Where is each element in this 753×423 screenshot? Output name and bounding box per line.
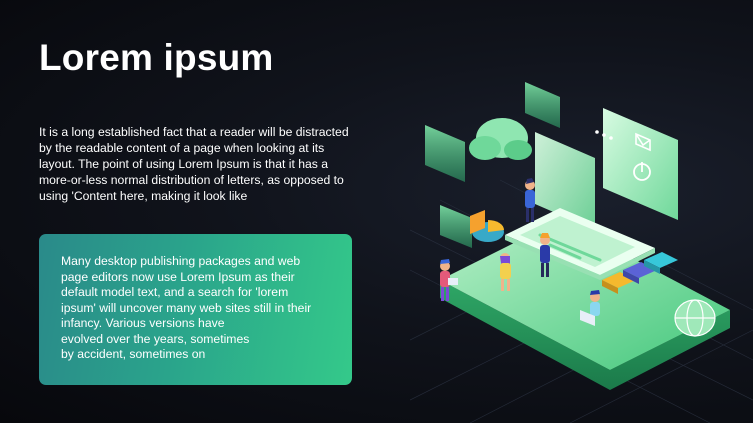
mail-icon [635, 132, 651, 152]
pie-chart-icon [470, 210, 504, 242]
dots-icon [595, 130, 613, 140]
person-figure [580, 290, 600, 326]
floating-panel [535, 132, 595, 230]
floating-panel [425, 125, 465, 182]
card-line: evolved over the years, sometimes [61, 331, 250, 346]
intro-paragraph: It is a long established fact that a rea… [39, 125, 349, 203]
platform-top [440, 220, 730, 370]
info-card: Many desktop publishing packages and web… [39, 234, 352, 385]
isometric-illustration [410, 82, 753, 423]
colored-cards [602, 252, 678, 294]
person-figure [440, 259, 458, 301]
card-line: Many desktop publishing packages and web [61, 254, 301, 268]
globe-icon [674, 299, 716, 337]
person-figure [525, 178, 535, 222]
platform-side [440, 280, 730, 390]
card-line: page editors now use Lorem Ipsum as thei… [61, 269, 295, 284]
card-line: default model text, and a search for 'lo… [61, 285, 289, 299]
person-figure [540, 233, 550, 277]
floating-panel [440, 205, 472, 248]
card-line: infancy. Various versions have [61, 316, 225, 330]
person-figure [500, 253, 511, 291]
cloud-icon [469, 118, 532, 160]
card-line: by accident, sometimes on [61, 347, 206, 361]
power-icon [633, 162, 651, 181]
slide-title: Lorem ipsum [39, 37, 274, 78]
floating-panel [525, 82, 560, 128]
laptop-icon [505, 208, 655, 280]
card-line: ipsum' will uncover many web sites still… [61, 300, 312, 315]
